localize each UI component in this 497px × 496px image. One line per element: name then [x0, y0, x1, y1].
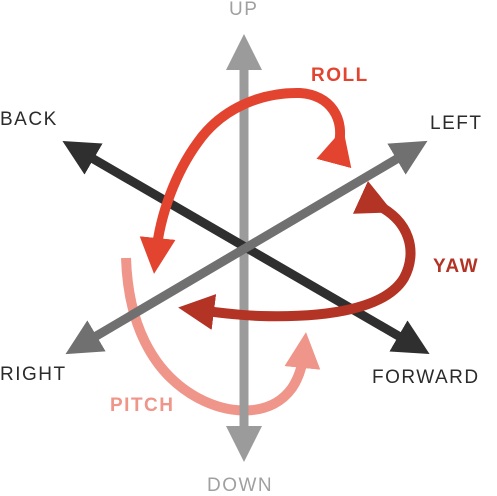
pitch-label: PITCH — [110, 395, 175, 416]
back-label: BACK — [0, 109, 58, 130]
down-label: DOWN — [207, 475, 274, 496]
roll-arrow — [139, 87, 352, 274]
yaw-arrow — [178, 180, 416, 330]
roll-label: ROLL — [311, 65, 369, 86]
yaw-label: YAW — [433, 256, 480, 277]
right-label: RIGHT — [0, 364, 67, 385]
up-label: UP — [229, 0, 259, 20]
pitch-arrow — [121, 257, 321, 416]
forward-label: FORWARD — [372, 367, 480, 388]
left-label: LEFT — [430, 113, 483, 134]
